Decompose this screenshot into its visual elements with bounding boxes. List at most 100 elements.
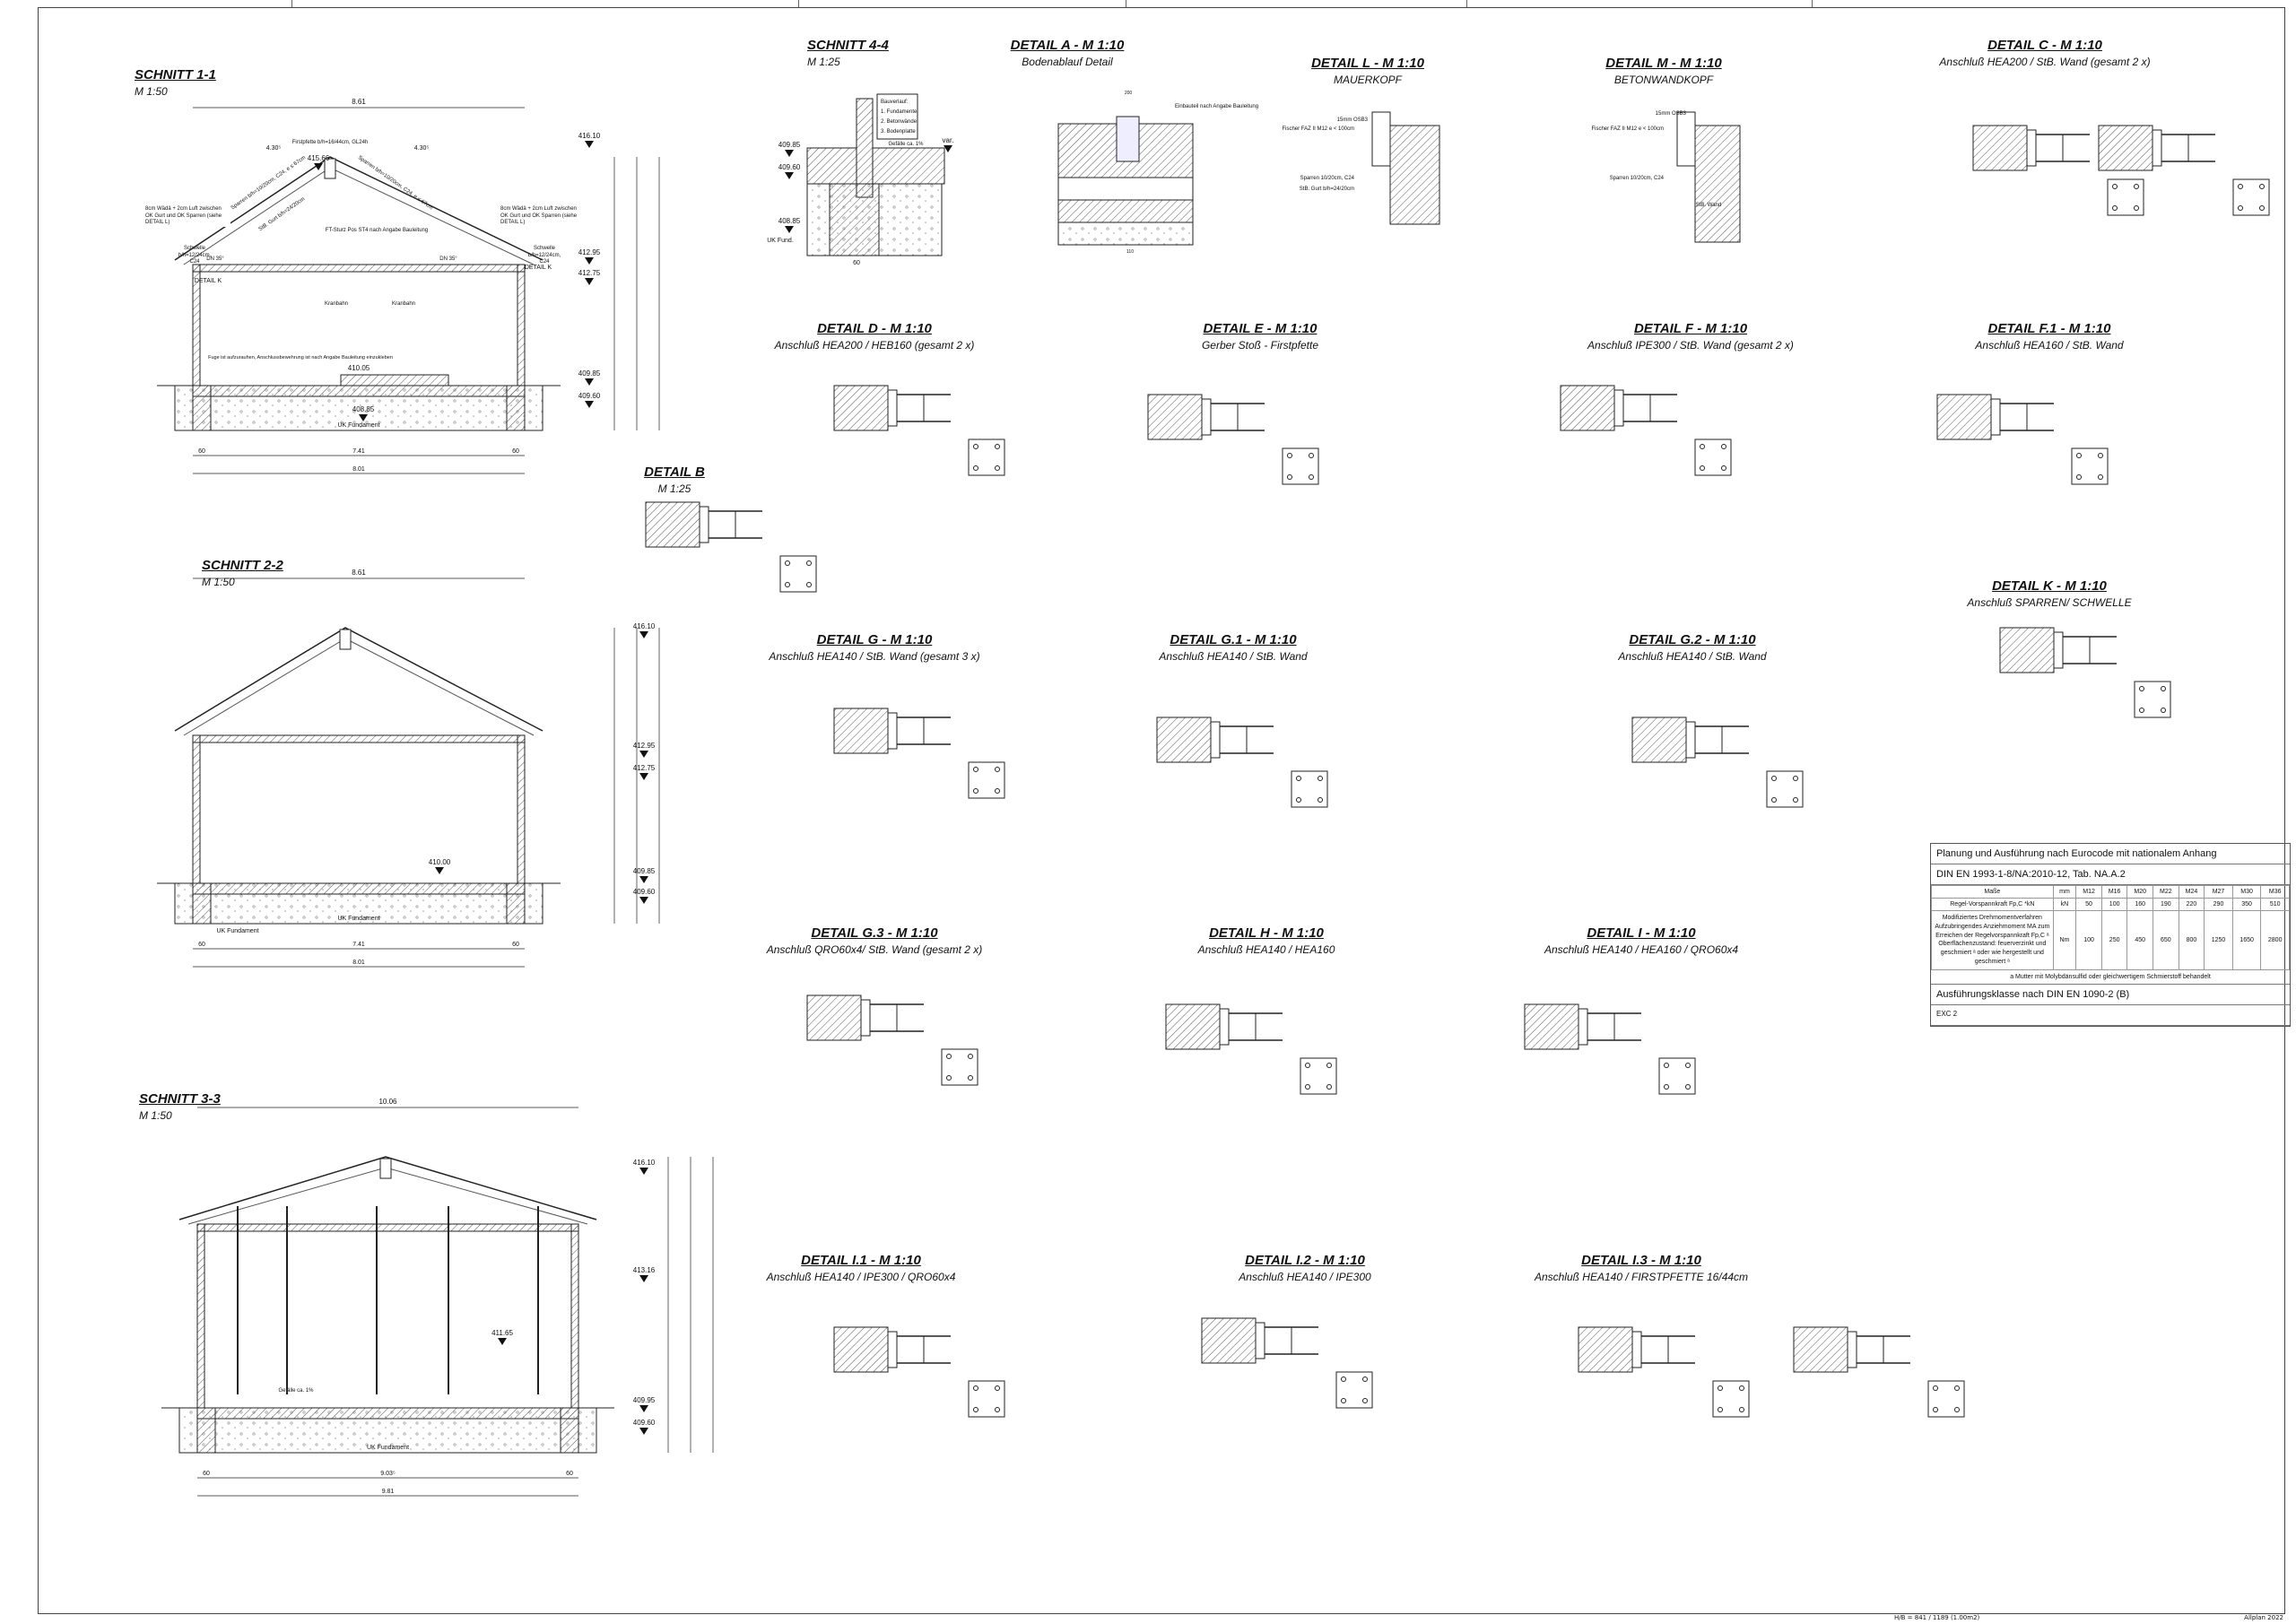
dimension: 60 bbox=[566, 1471, 573, 1477]
bolt-hole bbox=[2112, 205, 2118, 211]
panel-scale: Anschluß SPARREN/ SCHWELLE bbox=[1967, 596, 2132, 609]
soil bbox=[806, 183, 943, 256]
panel-scale: BETONWANDKOPF bbox=[1613, 74, 1714, 86]
table-cell: M20 bbox=[2126, 885, 2154, 899]
panel-scale: Anschluß HEA140 / HEA160 bbox=[1197, 943, 1335, 956]
bolt-hole bbox=[2098, 474, 2103, 480]
bolt-hole bbox=[2139, 708, 2144, 713]
bolt-hole bbox=[785, 582, 790, 587]
bolt-hole bbox=[1700, 444, 1705, 449]
level-value: 416.10 bbox=[633, 622, 656, 630]
bolt-hole bbox=[973, 465, 978, 471]
detail-k-ref: DETAIL K bbox=[195, 278, 222, 284]
bolt-hole bbox=[995, 444, 1000, 449]
steel-plate bbox=[699, 506, 709, 543]
foundation-label: UK Fundament bbox=[337, 422, 379, 429]
bolt-hole bbox=[1721, 465, 1726, 471]
chord-label: StB. Gurt b/h=24/20cm bbox=[258, 196, 307, 232]
ridge-purlin bbox=[339, 629, 352, 650]
level-marker bbox=[498, 1338, 507, 1345]
level-value: 408.85 bbox=[778, 217, 801, 225]
dimension: 60 bbox=[198, 448, 205, 455]
panel-scale: M 1:50 bbox=[135, 85, 168, 98]
dimension: 110 bbox=[1126, 249, 1134, 255]
panel-scale: Bodenablauf Detail bbox=[1022, 56, 1113, 68]
panel-title: DETAIL H - M 1:10 bbox=[1209, 925, 1324, 941]
table-cell: M16 bbox=[2100, 885, 2128, 899]
steel-plate bbox=[1685, 721, 1696, 759]
level-value: 409.60 bbox=[778, 163, 801, 171]
floor-slab bbox=[196, 1407, 579, 1420]
panel-title: SCHNITT 3-3 bbox=[139, 1091, 221, 1107]
wall-right bbox=[570, 1223, 579, 1409]
level-marker bbox=[639, 631, 648, 638]
level-marker bbox=[639, 751, 648, 758]
bolt-hole bbox=[973, 1407, 978, 1412]
end-plate-view bbox=[968, 439, 1005, 476]
end-plate-view bbox=[1282, 447, 1319, 485]
steel-plate bbox=[887, 389, 898, 427]
level-marker bbox=[639, 1405, 648, 1412]
screed bbox=[340, 374, 449, 386]
table-cell: 650 bbox=[2152, 910, 2179, 970]
panel-title: DETAIL I - M 1:10 bbox=[1587, 925, 1696, 941]
panel-scale: Anschluß HEA200 / StB. Wand (gesamt 2 x) bbox=[1939, 56, 2151, 68]
steel-plate bbox=[860, 999, 871, 1037]
panel-title: DETAIL G.1 - M 1:10 bbox=[1170, 632, 1297, 647]
level-marker bbox=[639, 897, 648, 904]
ridge-purlin bbox=[379, 1158, 392, 1179]
slope-label: Gefälle ca. 1% bbox=[888, 142, 924, 147]
roof-outline bbox=[174, 627, 544, 732]
label: StB. Wand bbox=[1696, 203, 1721, 208]
bolt-hole bbox=[785, 560, 790, 566]
steel-plate bbox=[887, 1331, 898, 1368]
bolt-hole bbox=[968, 1054, 973, 1059]
wall-right bbox=[517, 734, 526, 884]
level-value: 412.75 bbox=[633, 764, 656, 772]
dimension: 7.41 bbox=[352, 942, 365, 948]
panel-title: DETAIL I.1 - M 1:10 bbox=[801, 1253, 921, 1268]
ridge-label: Firstpfette b/h=16/44cm, GL24h bbox=[292, 140, 369, 145]
steel-plate bbox=[1201, 398, 1212, 436]
bolt-hole bbox=[1305, 1063, 1310, 1068]
schwelle-label-right: Schwelle b/h=12/24cm, C24 bbox=[527, 246, 561, 265]
bolt-hole bbox=[2134, 184, 2139, 189]
bolt-hole bbox=[1954, 1407, 1960, 1412]
steel-plate bbox=[1990, 398, 2001, 436]
steel-plate bbox=[1219, 1008, 1230, 1046]
bolt-hole bbox=[1954, 1385, 1960, 1391]
level-marker bbox=[639, 1168, 648, 1175]
steel-plate bbox=[1847, 1331, 1857, 1368]
crane-label: Kranbahn bbox=[392, 301, 415, 307]
table-cell: 290 bbox=[2204, 898, 2233, 911]
bolt-hole bbox=[1326, 1063, 1332, 1068]
insulation bbox=[1057, 177, 1194, 201]
panel-scale: Anschluß HEA200 / HEB160 (gesamt 2 x) bbox=[774, 339, 975, 352]
table-cell: M27 bbox=[2204, 885, 2233, 899]
bolt-hole bbox=[973, 444, 978, 449]
panel-title: SCHNITT 1-1 bbox=[135, 67, 216, 83]
end-plate-view bbox=[1291, 770, 1328, 808]
steel-plate bbox=[1210, 721, 1221, 759]
bolt-hole bbox=[1771, 797, 1777, 803]
bolt-hole bbox=[1793, 776, 1798, 781]
foundation-left bbox=[192, 882, 212, 925]
joint-note: Fuge ist aufzurauhen, Anschlussbewehrung… bbox=[208, 355, 393, 360]
table-cell: 220 bbox=[2178, 898, 2205, 911]
table-cell: 1650 bbox=[2231, 910, 2262, 970]
foundation-right bbox=[560, 1407, 579, 1454]
dimension-overall: 8.01 bbox=[352, 960, 365, 966]
concrete-support bbox=[1201, 1317, 1257, 1364]
bolt-hole bbox=[2139, 686, 2144, 691]
schwelle-label-left: Schwelle b/h=12/24cm, C24 bbox=[178, 246, 212, 265]
